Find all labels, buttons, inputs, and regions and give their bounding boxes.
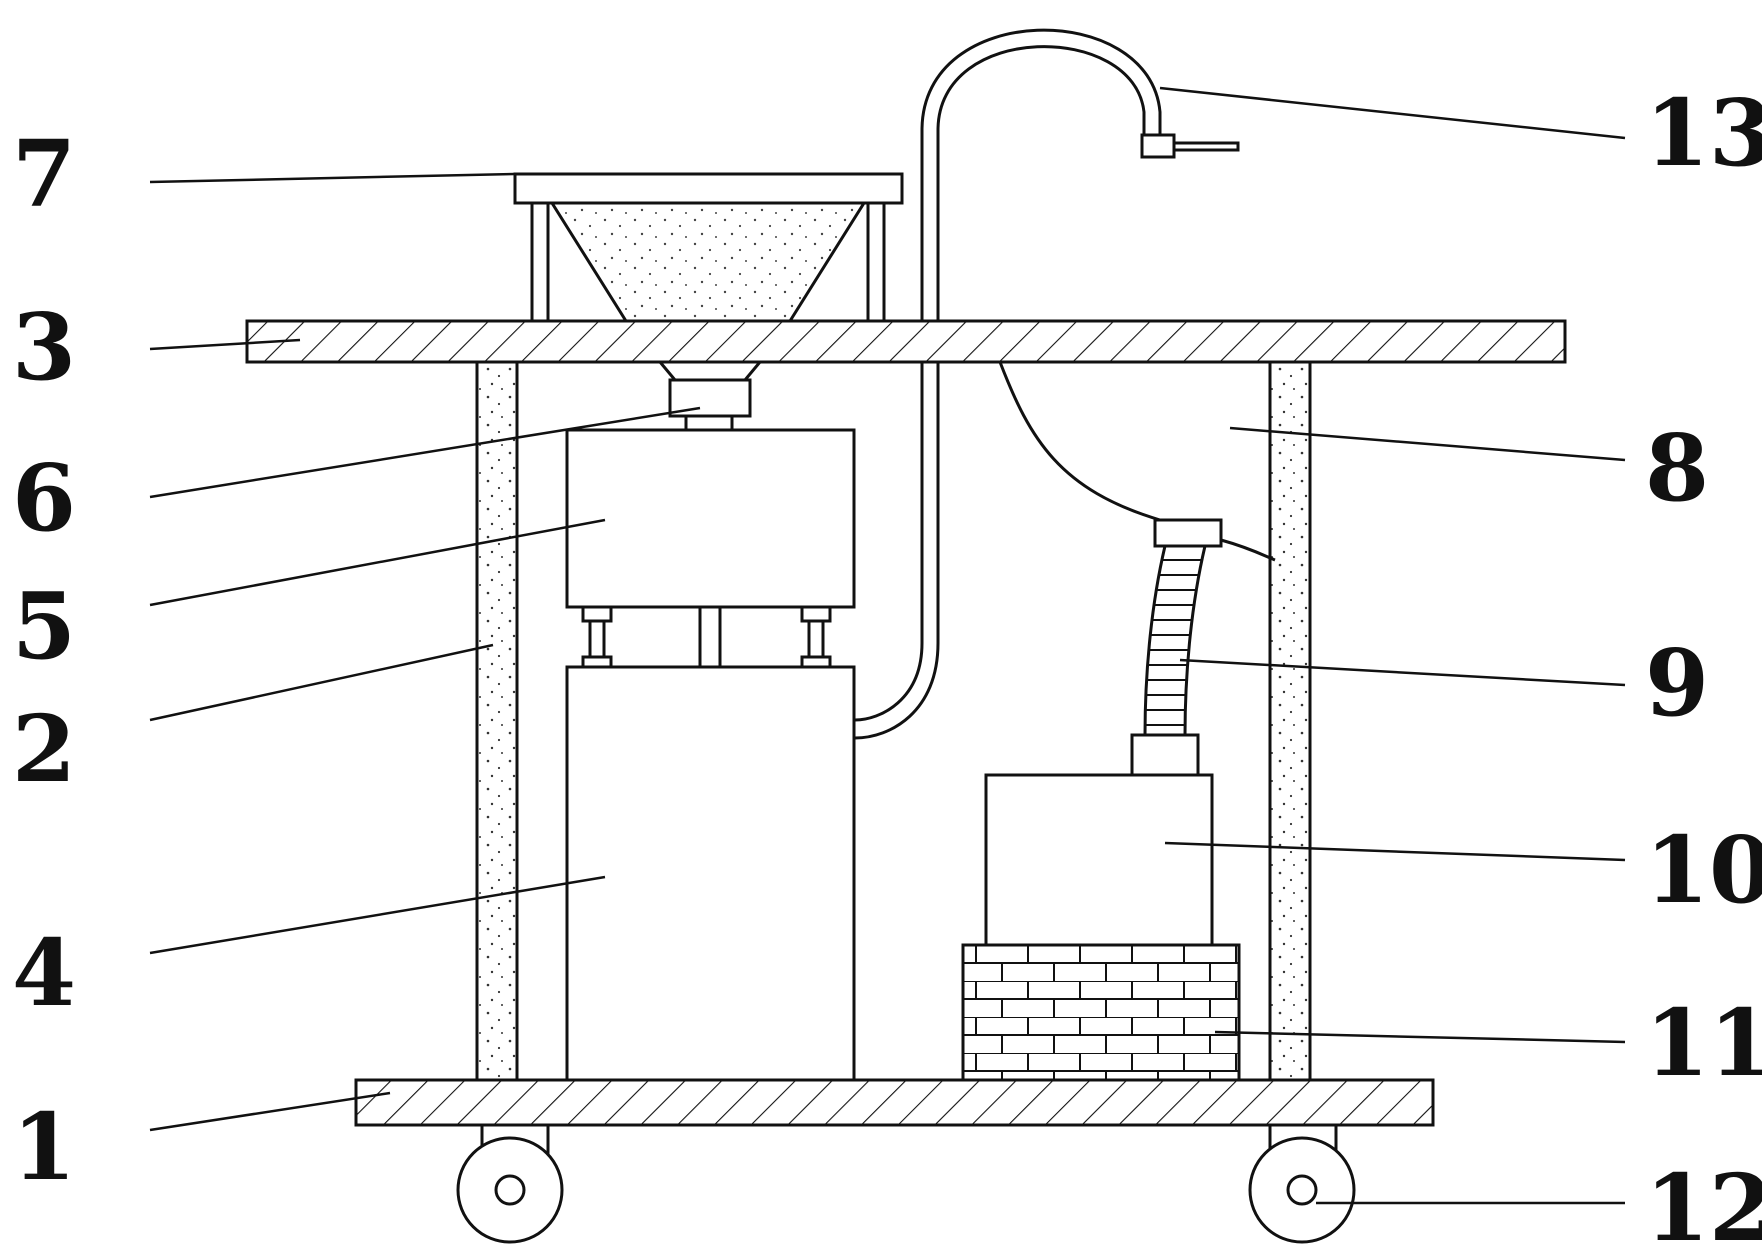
label-5: 5 [12, 572, 76, 680]
leader-lines [149, 86, 1626, 1205]
water-pipe [854, 28, 1240, 740]
label-7: 7 [12, 120, 76, 228]
hopper [513, 172, 904, 323]
label-2: 2 [12, 695, 76, 803]
label-13: 13 [1645, 79, 1762, 187]
label-12: 12 [1645, 1154, 1762, 1252]
wheel-right [1248, 1125, 1356, 1244]
label-8: 8 [1645, 414, 1709, 522]
label-11: 11 [1645, 989, 1762, 1097]
connector-legs [581, 605, 832, 669]
right-post [1268, 360, 1312, 1082]
label-4: 4 [12, 919, 76, 1027]
label-9: 9 [1645, 629, 1709, 737]
label-1: 1 [12, 1093, 76, 1201]
wheel-left [456, 1125, 564, 1244]
label-3: 3 [12, 293, 76, 401]
feed-nozzle [656, 360, 764, 432]
storage-tank [565, 665, 856, 1082]
top-plate [245, 319, 1567, 364]
label-6: 6 [12, 444, 76, 552]
base-plate [354, 1078, 1435, 1127]
pump-assembly [984, 361, 1276, 947]
label-10: 10 [1645, 816, 1762, 924]
left-post [475, 360, 519, 1082]
grinder-box [565, 428, 856, 609]
brick-base [961, 943, 1241, 1082]
